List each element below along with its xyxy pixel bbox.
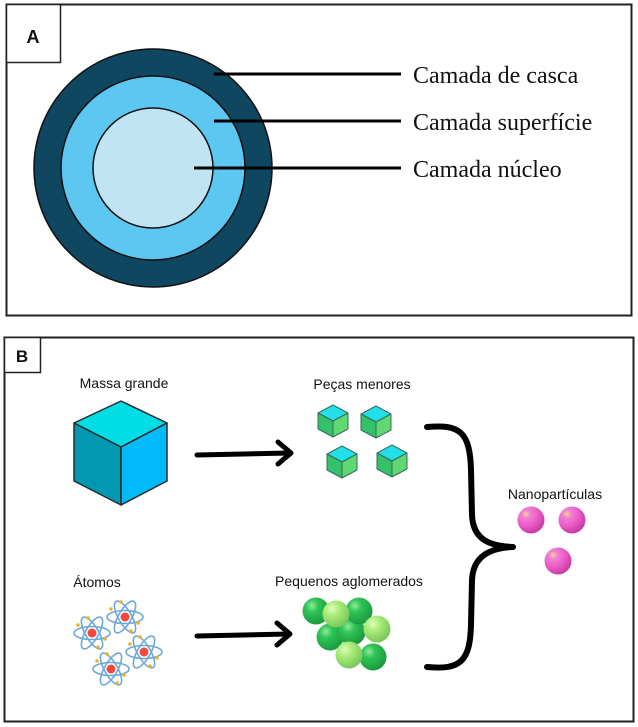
small-cube-icon: [376, 444, 408, 478]
atom-orbit: [92, 661, 130, 677]
bulk-mass-label: Massa grande: [80, 375, 169, 391]
panel-b: B Massa grande Peças menores Átomos Pequ…: [3, 336, 635, 723]
atom-orbit: [99, 652, 123, 686]
atom-nucleus: [87, 628, 97, 638]
panel-a-label: A: [27, 27, 40, 47]
light-green-particle: [363, 615, 391, 643]
atom-electron: [86, 616, 90, 620]
atom-orbit: [80, 616, 104, 650]
dark-green-particle: [338, 618, 366, 646]
small-cube-icon: [360, 405, 392, 439]
panel-b-label-box: [3, 336, 42, 374]
panel-b-label: B: [16, 347, 28, 366]
small-clusters-group: [302, 597, 391, 671]
atom-icon: [125, 635, 163, 669]
atom-nucleus: [120, 612, 130, 622]
atom-orbit: [113, 600, 137, 634]
smaller-pieces-label: Peças menores: [313, 376, 410, 392]
atom-icon: [73, 616, 111, 650]
atom-nucleus: [139, 647, 149, 657]
atom-electron: [148, 664, 152, 668]
small-cube-icon: [317, 404, 349, 438]
small-cube-right-face: [375, 413, 392, 439]
core-layer-label: Camada núcleo: [413, 157, 562, 183]
curly-brace-icon: [424, 423, 516, 671]
small-cube-icon: [326, 445, 358, 479]
nanoparticles-label: Nanopartículas: [508, 486, 602, 502]
light-green-particle: [322, 600, 350, 628]
atom-electron: [109, 607, 113, 611]
atom-electron: [128, 642, 132, 646]
atom-orbit: [132, 635, 156, 669]
atom-icon: [92, 652, 130, 686]
smaller-pieces-group: [317, 404, 408, 479]
atom-electron: [96, 645, 100, 649]
atoms-group: [73, 600, 163, 686]
atom-electron: [105, 652, 109, 656]
atom-electron: [155, 656, 159, 660]
shell-layer-label: Camada de casca: [413, 63, 579, 89]
nanoparticle: [517, 506, 545, 534]
atom-electron: [76, 623, 80, 627]
small-cube-right-face: [391, 452, 408, 478]
atom-orbit: [73, 625, 111, 641]
atom-icon: [106, 600, 144, 634]
surface-layer-label: Camada superfície: [413, 110, 592, 136]
dark-green-particle: [302, 597, 330, 625]
atom-orbit: [113, 600, 137, 634]
bottom-arrow-icon: [194, 620, 293, 648]
bulk-mass-cube-icon: [73, 400, 168, 506]
small-cube-right-face: [341, 453, 358, 479]
nanoparticle: [544, 547, 572, 575]
nanoparticles-group: [517, 506, 586, 575]
panel-a: A Camada de casca Camada superfície Cama…: [5, 3, 633, 317]
atom-nucleus: [106, 664, 116, 674]
atom-electron: [122, 673, 126, 677]
atom-orbit: [80, 616, 104, 650]
small-clusters-label: Pequenos aglomerados: [275, 573, 423, 589]
top-arrow-icon: [194, 439, 294, 467]
light-green-particle: [335, 641, 363, 669]
nanoparticle: [558, 506, 586, 534]
dark-green-particle: [345, 597, 373, 625]
dark-green-particle: [359, 643, 387, 671]
atom-orbit: [106, 609, 144, 625]
atom-electron: [115, 681, 119, 685]
atom-orbit: [99, 652, 123, 686]
cube-right-face: [120, 422, 168, 506]
atom-electron: [138, 635, 142, 639]
dark-green-particle: [316, 623, 344, 651]
atom-electron: [103, 637, 107, 641]
small-cube-right-face: [332, 412, 349, 438]
atoms-label: Átomos: [73, 574, 120, 590]
atom-orbit: [125, 644, 163, 660]
atom-electron: [119, 600, 123, 604]
atom-orbit: [132, 635, 156, 669]
panel-a-label-box: [5, 3, 62, 64]
atom-electron: [136, 621, 140, 625]
atom-electron: [129, 629, 133, 633]
atom-electron: [95, 659, 99, 663]
